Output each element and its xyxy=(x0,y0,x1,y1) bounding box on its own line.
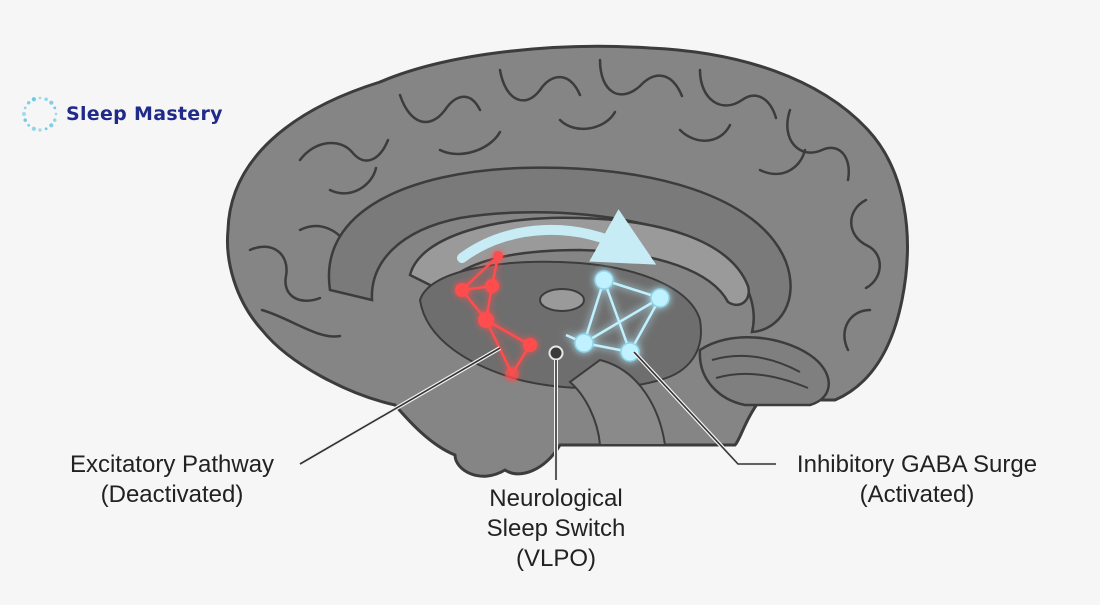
label-excitatory-line2: (Deactivated) xyxy=(100,481,244,508)
logo-dot xyxy=(21,111,27,117)
brand-logo: Sleep Mastery xyxy=(18,86,248,142)
logo-dot xyxy=(31,126,36,131)
brainstem xyxy=(568,358,667,446)
excitatory-neuron xyxy=(493,251,503,261)
inhibitory-neuron xyxy=(650,288,670,308)
logo-dot xyxy=(49,123,54,128)
brand-name: Sleep Mastery xyxy=(66,103,223,125)
cerebellum xyxy=(698,336,830,407)
label-excitatory: Excitatory Pathway (Deactivated) xyxy=(52,450,292,510)
excitatory-neuron xyxy=(505,367,519,381)
excitatory-neuron xyxy=(523,338,537,352)
vlpo-marker xyxy=(548,345,564,361)
logo-dot xyxy=(38,96,42,100)
label-switch-line2: Sleep Switch xyxy=(486,515,626,542)
transition-arrow xyxy=(457,209,657,265)
label-inhibitory-line1: Inhibitory GABA Surge xyxy=(796,451,1038,478)
leader-lines xyxy=(298,346,776,480)
inhibitory-neuron xyxy=(594,270,614,290)
label-switch-line3: (VLPO) xyxy=(515,545,596,572)
label-inhibitory: Inhibitory GABA Surge (Activated) xyxy=(782,450,1052,510)
logo-dot xyxy=(53,106,57,110)
logo-dot xyxy=(49,100,54,105)
logo-dot xyxy=(26,100,31,105)
logo-dot xyxy=(23,106,27,110)
logo-dot xyxy=(53,118,57,122)
logo-dot xyxy=(44,127,48,131)
cerebellum-folds xyxy=(711,355,809,389)
label-excitatory-line1: Excitatory Pathway xyxy=(69,451,275,478)
logo-dot xyxy=(27,123,31,127)
logo-dot xyxy=(23,118,27,122)
logo-dot xyxy=(38,128,42,132)
excitatory-network xyxy=(455,251,537,381)
excitatory-neuron xyxy=(485,279,499,293)
logo-dot xyxy=(31,97,36,102)
fornix-hole xyxy=(539,288,585,312)
inhibitory-neuron xyxy=(574,333,594,353)
cingulate-gyrus xyxy=(327,166,792,334)
brain-folds xyxy=(248,58,881,352)
logo-dot xyxy=(44,97,48,101)
inhibitory-network xyxy=(565,270,670,362)
excitatory-neuron xyxy=(478,312,494,328)
label-switch-line1: Neurological xyxy=(489,485,623,512)
logo-dot xyxy=(54,112,58,116)
label-switch: Neurological Sleep Switch (VLPO) xyxy=(476,484,636,574)
label-inhibitory-line2: (Activated) xyxy=(859,481,975,508)
excitatory-neuron xyxy=(455,283,469,297)
dotted-ring-icon xyxy=(21,96,58,132)
inhibitory-neuron xyxy=(620,342,640,362)
